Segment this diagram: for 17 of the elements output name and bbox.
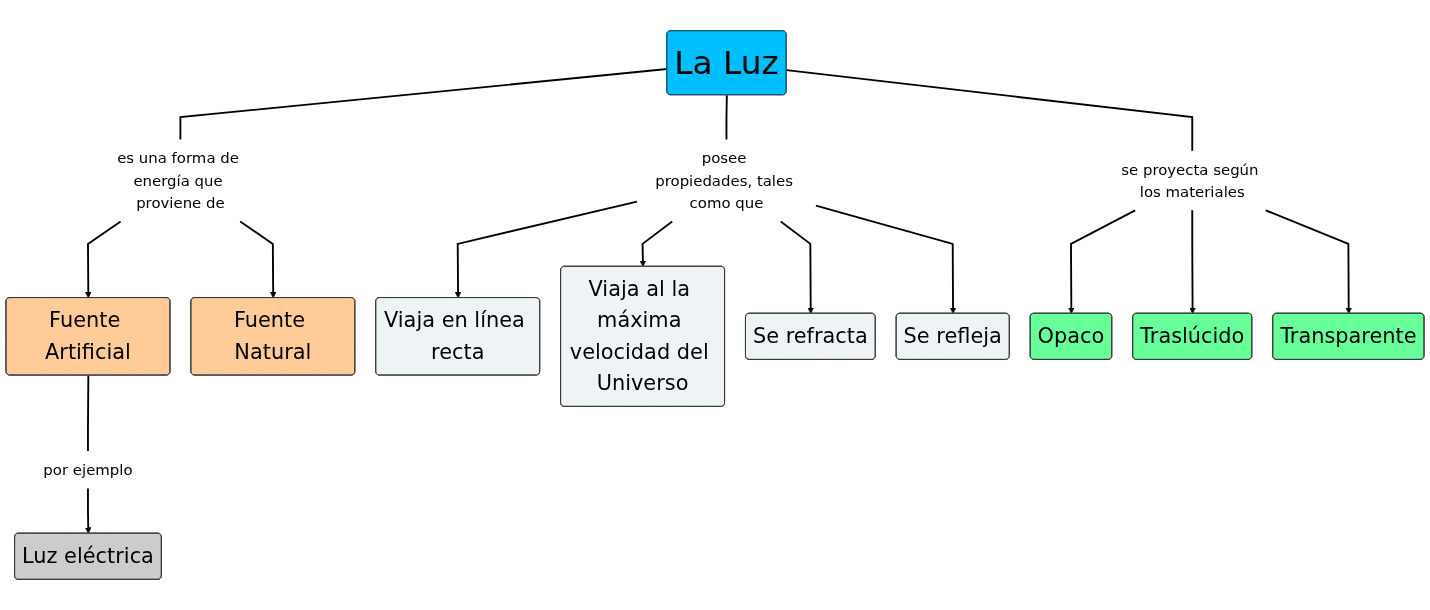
arrow xyxy=(639,220,674,267)
node-text: es una forma de energía que proviene de xyxy=(117,149,239,212)
arrow xyxy=(779,220,814,314)
connector xyxy=(785,69,1194,152)
connector xyxy=(87,374,90,453)
connector xyxy=(725,94,728,141)
arrow xyxy=(454,200,638,299)
arrow xyxy=(1189,209,1196,314)
arrow xyxy=(1068,209,1137,314)
arrow xyxy=(1264,209,1352,314)
arrow xyxy=(84,487,92,534)
node-text: por ejemplo xyxy=(43,460,133,479)
node-text: se proyecta según los materiales xyxy=(1121,160,1259,201)
node-text: posee propiedades, tales como que xyxy=(655,149,793,212)
arrow xyxy=(239,220,277,299)
arrow xyxy=(85,220,122,299)
arrow xyxy=(815,204,957,314)
